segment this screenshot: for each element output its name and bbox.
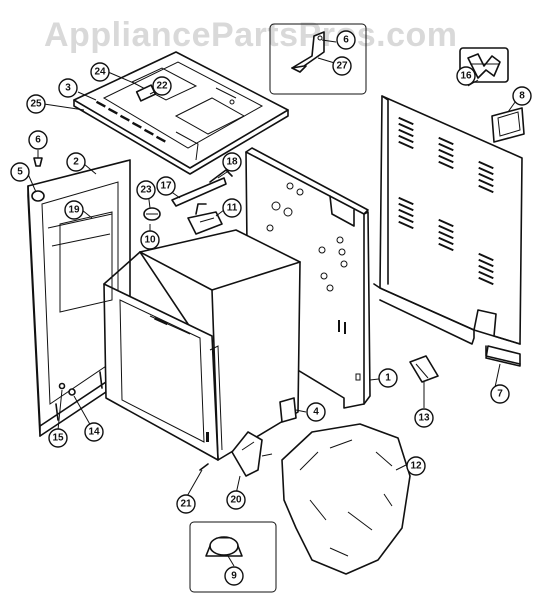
svg-text:24: 24 xyxy=(94,67,106,78)
svg-text:14: 14 xyxy=(88,427,100,438)
callout-6-left: 6 xyxy=(28,130,48,150)
svg-text:6: 6 xyxy=(35,135,41,146)
part-13-clip xyxy=(409,355,439,383)
callout-12: 12 xyxy=(406,456,426,476)
callout-22: 22 xyxy=(152,76,172,96)
svg-text:10: 10 xyxy=(144,235,156,246)
svg-text:25: 25 xyxy=(30,99,42,110)
part-9-inset xyxy=(189,521,277,593)
svg-text:1: 1 xyxy=(385,373,391,384)
svg-text:6: 6 xyxy=(343,35,349,46)
callout-18: 18 xyxy=(222,152,242,172)
part-20-hinge xyxy=(231,431,273,477)
svg-text:23: 23 xyxy=(140,185,152,196)
callout-11: 11 xyxy=(222,198,242,218)
svg-text:16: 16 xyxy=(460,71,472,82)
callout-8: 8 xyxy=(512,86,532,106)
insulation-blanket xyxy=(281,423,411,575)
callout-6-box: 6 xyxy=(336,30,356,50)
svg-text:20: 20 xyxy=(230,495,242,506)
screw-5 xyxy=(31,190,45,202)
front-frame xyxy=(27,159,131,437)
rear-panel xyxy=(373,95,523,367)
svg-text:4: 4 xyxy=(313,407,319,418)
callout-7: 7 xyxy=(490,384,510,404)
svg-text:7: 7 xyxy=(497,389,503,400)
part-7-bracket xyxy=(485,345,521,365)
callout-9: 9 xyxy=(224,566,244,586)
bracket-inset-box xyxy=(269,23,367,95)
callout-24: 24 xyxy=(90,62,110,82)
callout-15: 15 xyxy=(48,428,68,448)
part-8-bracket xyxy=(491,107,525,143)
callout-25: 25 xyxy=(26,94,46,114)
callout-5: 5 xyxy=(10,162,30,182)
callout-4: 4 xyxy=(306,402,326,422)
svg-text:8: 8 xyxy=(519,91,525,102)
svg-text:22: 22 xyxy=(156,81,168,92)
svg-text:13: 13 xyxy=(418,413,430,424)
part-11-latch xyxy=(187,203,223,235)
svg-text:2: 2 xyxy=(73,157,79,168)
screws-14-15 xyxy=(58,382,76,396)
callout-20: 20 xyxy=(226,490,246,510)
screw-21 xyxy=(199,463,209,471)
part-4-block xyxy=(279,397,297,423)
svg-text:9: 9 xyxy=(231,571,237,582)
svg-text:5: 5 xyxy=(17,167,23,178)
svg-text:3: 3 xyxy=(65,83,71,94)
svg-text:12: 12 xyxy=(410,461,422,472)
part-17-bracket xyxy=(171,169,233,207)
svg-text:19: 19 xyxy=(68,205,80,216)
svg-text:17: 17 xyxy=(160,181,172,192)
callout-23: 23 xyxy=(136,180,156,200)
callout-3: 3 xyxy=(58,78,78,98)
svg-text:27: 27 xyxy=(336,61,348,72)
callout-21: 21 xyxy=(176,494,196,514)
screw-6 xyxy=(33,157,43,167)
callout-14: 14 xyxy=(84,422,104,442)
svg-text:15: 15 xyxy=(52,433,64,444)
back-plate xyxy=(59,211,113,313)
callout-10: 10 xyxy=(140,230,160,250)
watermark: AppliancePartsPros.com xyxy=(44,16,457,54)
callout-17: 17 xyxy=(156,176,176,196)
svg-text:11: 11 xyxy=(227,203,238,214)
callout-1: 1 xyxy=(378,368,398,388)
top-plate xyxy=(73,51,289,175)
svg-text:18: 18 xyxy=(226,157,238,168)
callout-16: 16 xyxy=(456,66,476,86)
part-23-knob xyxy=(143,207,161,221)
oven-cavity xyxy=(103,229,301,461)
callout-27: 27 xyxy=(332,56,352,76)
callout-2: 2 xyxy=(66,152,86,172)
callout-19: 19 xyxy=(64,200,84,220)
leader-lines xyxy=(27,39,519,567)
svg-text:21: 21 xyxy=(180,499,192,510)
callout-13: 13 xyxy=(414,408,434,428)
